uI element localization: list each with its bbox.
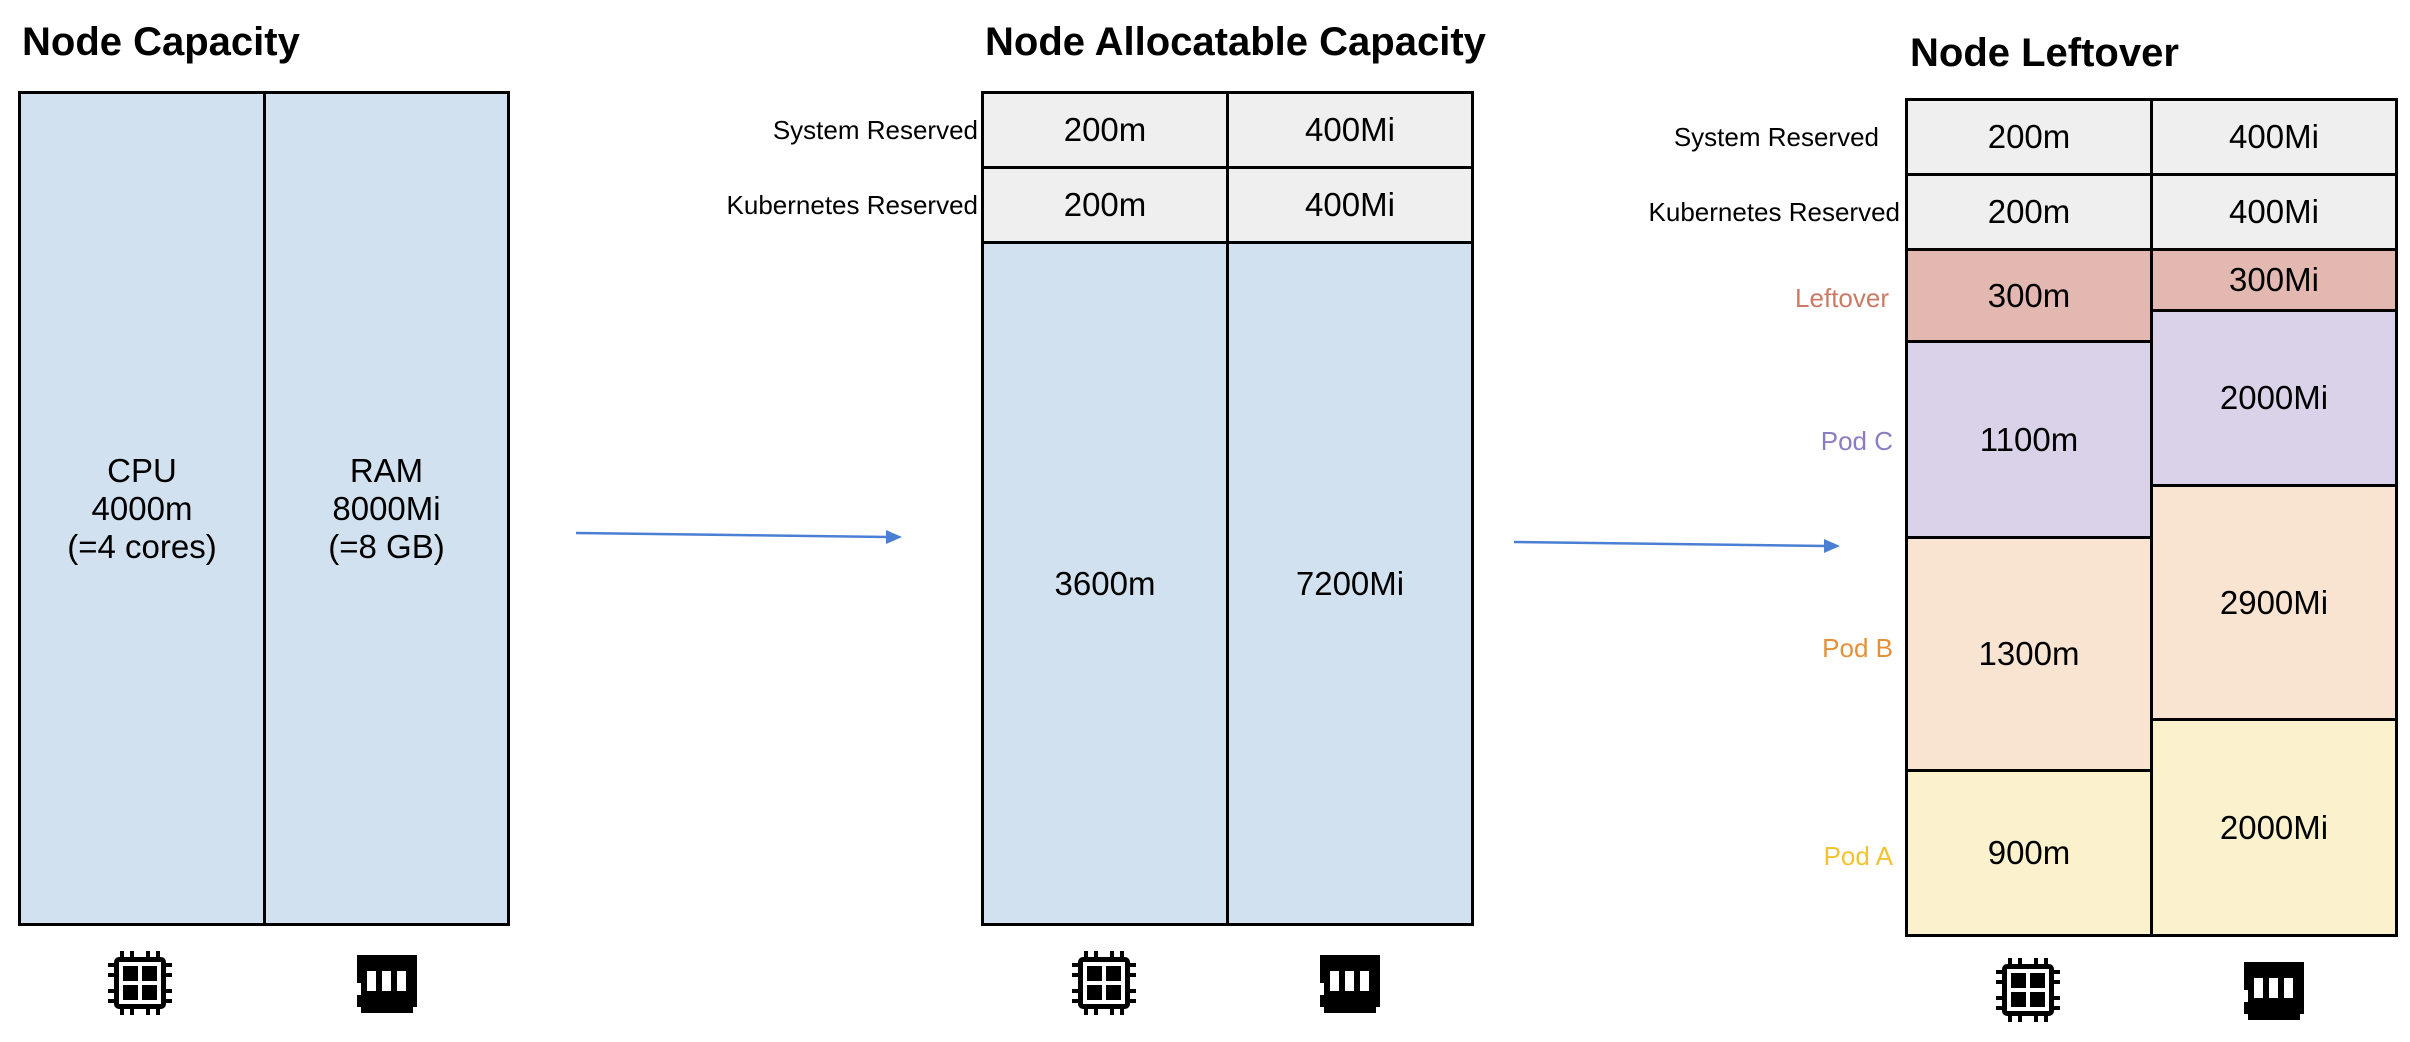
node-capacity-title: Node Capacity (22, 20, 300, 64)
cpu-chip-icon (1072, 951, 1136, 1015)
alloc-kubernetes-reserved-ram: 400Mi (1226, 166, 1474, 244)
alloc-allocatable-ram: 7200Mi (1226, 241, 1474, 926)
leftover-pod-c-ram: 2000Mi (2150, 309, 2398, 487)
leftover-leftover-ram: 300Mi (2150, 248, 2398, 312)
memory-module-icon (2244, 962, 2304, 1020)
alloc-allocatable-cpu: 3600m (981, 241, 1229, 926)
label-pod-b: Pod B (1822, 633, 1893, 663)
leftover-pod-b-cpu: 1300m (1905, 536, 2153, 772)
leftover-kubernetes-reserved-cpu: 200m (1905, 173, 2153, 251)
label-pod-a: Pod A (1823, 841, 1893, 871)
label-kubernetes-reserved: Kubernetes Reserved (1648, 197, 1900, 227)
alloc-system-reserved-ram: 400Mi (1226, 91, 1474, 169)
capacity-cpu-block: CPU 4000m (=4 cores) (18, 91, 266, 926)
leftover-pod-a-ram: 2000Mi (2150, 718, 2398, 937)
capacity-ram-note: (=8 GB) (328, 527, 445, 565)
capacity-cpu-name: CPU (107, 451, 177, 489)
alloc-system-reserved-cpu: 200m (981, 91, 1229, 169)
leftover-system-reserved-ram: 400Mi (2150, 98, 2398, 176)
leftover-kubernetes-reserved-ram: 400Mi (2150, 173, 2398, 251)
label-pod-c: Pod C (1820, 426, 1893, 456)
label-kubernetes-reserved: Kubernetes Reserved (726, 190, 978, 220)
leftover-system-reserved-cpu: 200m (1905, 98, 2153, 176)
cpu-chip-icon (108, 951, 172, 1015)
arrow-allocatable-to-leftover (1513, 539, 1840, 553)
capacity-ram-value: 8000Mi (332, 489, 441, 527)
leftover-pod-c-cpu: 1100m (1905, 340, 2153, 539)
label-system-reserved: System Reserved (772, 115, 978, 145)
node-allocatable-title: Node Allocatable Capacity (985, 20, 1486, 64)
memory-module-icon (357, 955, 417, 1013)
capacity-ram-block: RAM 8000Mi (=8 GB) (263, 91, 510, 926)
label-leftover: Leftover (1795, 283, 1889, 313)
capacity-cpu-value: 4000m (91, 489, 193, 527)
label-system-reserved: System Reserved (1673, 122, 1879, 152)
cpu-chip-icon (1996, 958, 2060, 1022)
memory-module-icon (1320, 955, 1380, 1013)
leftover-leftover-cpu: 300m (1905, 248, 2153, 343)
arrow-capacity-to-allocatable (575, 530, 902, 544)
leftover-pod-b-ram: 2900Mi (2150, 484, 2398, 721)
capacity-cpu-note: (=4 cores) (67, 527, 217, 565)
node-leftover-title: Node Leftover (1910, 31, 2179, 75)
alloc-kubernetes-reserved-cpu: 200m (981, 166, 1229, 244)
leftover-pod-a-cpu: 900m (1905, 769, 2153, 937)
capacity-ram-name: RAM (349, 451, 424, 489)
